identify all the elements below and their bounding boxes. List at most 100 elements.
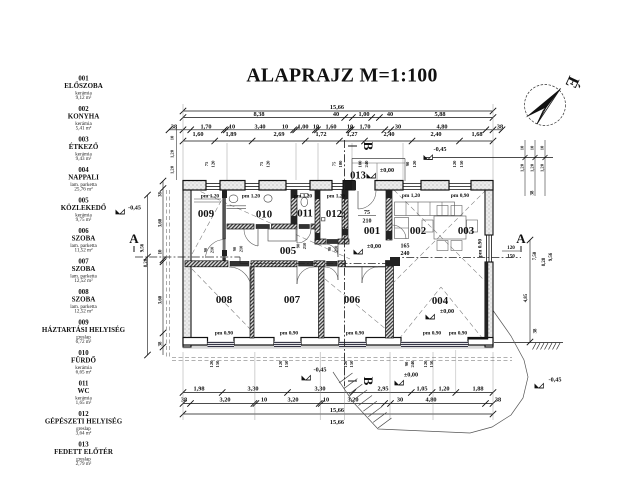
svg-text:011: 011 (79, 381, 89, 388)
svg-text:8,28: 8,28 (144, 258, 149, 267)
svg-text:210: 210 (302, 242, 307, 249)
svg-text:pm 0,90: pm 0,90 (280, 331, 299, 337)
svg-text:A: A (516, 231, 526, 246)
svg-text:38: 38 (171, 123, 177, 130)
svg-text:1,20: 1,20 (438, 385, 449, 392)
svg-text:kerámia: kerámia (75, 121, 92, 127)
svg-text:12,52 m²: 12,52 m² (74, 309, 93, 315)
svg-text:±0,00: ±0,00 (440, 308, 454, 315)
svg-text:FEDETT ELŐTÉR: FEDETT ELŐTÉR (54, 448, 114, 456)
svg-text:10: 10 (530, 145, 535, 150)
svg-text:30: 30 (395, 123, 401, 130)
svg-text:38: 38 (534, 328, 539, 333)
svg-text:1,98: 1,98 (193, 385, 204, 392)
svg-text:3,20: 3,20 (347, 396, 358, 403)
svg-text:100: 100 (358, 160, 363, 168)
svg-text:pm 0,90: pm 0,90 (449, 331, 468, 337)
svg-text:150: 150 (507, 254, 515, 260)
svg-text:006: 006 (78, 228, 89, 235)
svg-text:150: 150 (349, 360, 354, 368)
svg-text:120: 120 (266, 160, 271, 168)
svg-text:pm 0,90: pm 0,90 (423, 331, 442, 337)
svg-text:90: 90 (405, 161, 410, 166)
svg-text:±0,00: ±0,00 (404, 372, 418, 379)
svg-text:210: 210 (334, 245, 339, 252)
svg-text:8,38: 8,38 (253, 111, 264, 118)
svg-text:9,12 m²: 9,12 m² (76, 95, 92, 101)
svg-text:10: 10 (229, 123, 235, 130)
svg-text:lam. parketta: lam. parketta (70, 243, 97, 249)
svg-text:38: 38 (158, 192, 163, 197)
svg-text:FÜRDŐ: FÜRDŐ (71, 356, 96, 364)
svg-text:002: 002 (410, 225, 426, 237)
svg-text:9,43 m²: 9,43 m² (76, 156, 92, 162)
svg-text:pm 1,20: pm 1,20 (402, 193, 421, 199)
svg-text:75: 75 (364, 210, 370, 216)
svg-text:7,50: 7,50 (533, 251, 538, 260)
svg-text:B: B (361, 142, 376, 151)
svg-text:KÖZLEKEDŐ: KÖZLEKEDŐ (61, 204, 107, 212)
svg-text:3,60: 3,60 (158, 295, 163, 304)
svg-text:-0,45: -0,45 (434, 146, 447, 153)
svg-text:pm 1,20: pm 1,20 (327, 194, 346, 200)
svg-text:1,20: 1,20 (170, 165, 175, 174)
svg-text:005: 005 (78, 198, 89, 205)
svg-text:NAPPALI: NAPPALI (68, 173, 99, 181)
svg-text:1,20: 1,20 (530, 163, 535, 172)
svg-text:5,88: 5,88 (434, 111, 445, 118)
svg-text:2,69: 2,69 (273, 131, 284, 138)
svg-text:25,76 m²: 25,76 m² (74, 187, 93, 193)
svg-text:010: 010 (78, 350, 89, 357)
svg-text:-0,45: -0,45 (128, 205, 141, 212)
svg-text:012: 012 (78, 411, 89, 418)
svg-text:120: 120 (343, 360, 348, 368)
svg-text:001: 001 (78, 76, 89, 83)
svg-text:006: 006 (344, 294, 361, 306)
svg-text:38: 38 (495, 396, 501, 403)
svg-text:180: 180 (338, 160, 343, 168)
svg-text:15,66: 15,66 (330, 407, 344, 414)
svg-text:pm 1,20: pm 1,20 (201, 194, 220, 200)
svg-text:1,60: 1,60 (325, 123, 336, 130)
svg-text:WC: WC (77, 387, 89, 395)
svg-text:5,41 m²: 5,41 m² (76, 126, 92, 132)
svg-text:3,20: 3,20 (219, 396, 230, 403)
svg-text:005: 005 (280, 245, 296, 257)
svg-text:-0,45: -0,45 (314, 367, 327, 374)
svg-text:1,68: 1,68 (471, 131, 482, 138)
svg-text:240: 240 (364, 160, 369, 168)
svg-text:120: 120 (278, 360, 283, 368)
svg-text:2,79 m²: 2,79 m² (76, 461, 92, 467)
svg-text:210: 210 (363, 219, 372, 225)
svg-text:10: 10 (282, 123, 288, 130)
svg-text:greslap: greslap (76, 456, 91, 462)
svg-text:kerámia: kerámia (75, 395, 92, 401)
svg-text:240: 240 (401, 251, 410, 257)
svg-text:pm 0,90: pm 0,90 (215, 331, 234, 337)
svg-text:1,20: 1,20 (540, 163, 545, 172)
svg-text:12,52 m²: 12,52 m² (74, 278, 93, 284)
svg-text:9,75 m²: 9,75 m² (76, 217, 92, 223)
svg-text:009: 009 (198, 208, 215, 220)
svg-text:40: 40 (333, 111, 339, 118)
svg-text:004: 004 (78, 167, 89, 174)
svg-text:SZOBA: SZOBA (72, 265, 96, 273)
svg-text:ELŐSZOBA: ELŐSZOBA (64, 82, 103, 90)
svg-text:SZOBA: SZOBA (72, 234, 96, 242)
svg-text:SZOBA: SZOBA (72, 295, 96, 303)
svg-text:9,56: 9,56 (141, 243, 146, 252)
svg-text:pm 0,90: pm 0,90 (478, 239, 484, 258)
svg-text:150: 150 (459, 160, 464, 168)
svg-text:greslap: greslap (76, 426, 91, 432)
svg-text:A: A (129, 231, 139, 246)
svg-text:kerámia: kerámia (75, 365, 92, 371)
svg-text:40: 40 (387, 111, 393, 118)
svg-text:10: 10 (170, 135, 175, 140)
svg-text:1,70: 1,70 (200, 123, 211, 130)
svg-text:lam. parketta: lam. parketta (70, 304, 97, 310)
svg-text:90: 90 (232, 246, 237, 251)
svg-text:KONYHA: KONYHA (68, 112, 100, 120)
svg-text:010: 010 (256, 209, 272, 221)
svg-text:-0,45: -0,45 (549, 377, 562, 384)
svg-text:1,00: 1,00 (358, 111, 369, 118)
